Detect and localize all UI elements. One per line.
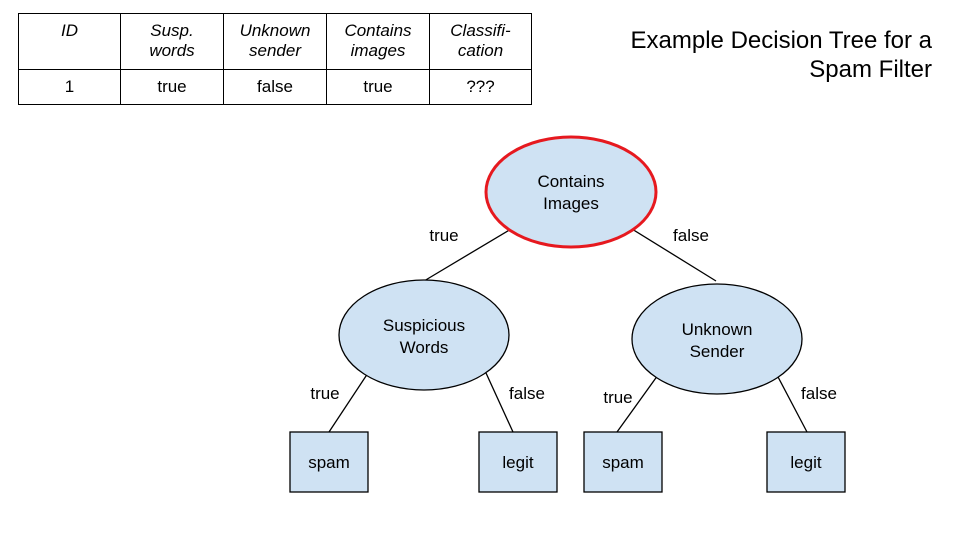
edge-label-right-left: true: [603, 388, 632, 407]
edge-label-right-right: false: [801, 384, 837, 403]
leaf-spam-right: [583, 431, 663, 493]
edge-label-left-right: false: [509, 384, 545, 403]
edge-left-right: [485, 372, 514, 433]
suspicious-words-label-line2: Words: [400, 338, 449, 357]
leaf-legit-right: [766, 431, 846, 493]
root-node-label-line2: Images: [543, 194, 599, 213]
header-classification: Classifi- cation: [429, 13, 532, 70]
cell-contains-images: true: [326, 69, 430, 105]
edge-left-left: [328, 372, 369, 433]
example-table: ID Susp. words Unknown sender Contains i…: [18, 13, 532, 105]
cell-classification: ???: [429, 69, 532, 105]
suspicious-words-label-line1: Suspicious: [383, 316, 465, 335]
edge-root-right: [631, 228, 717, 282]
cell-unknown-sender: false: [223, 69, 327, 105]
suspicious-words-node: [338, 279, 510, 391]
leaf-spam-right-label: spam: [602, 453, 644, 472]
cell-id: 1: [18, 69, 121, 105]
root-node: [484, 135, 658, 249]
unknown-sender-label-line2: Sender: [690, 342, 745, 361]
edge-label-left-left: true: [310, 384, 339, 403]
table-row: 1 true false true ???: [18, 69, 532, 105]
edge-label-root-right: false: [673, 226, 709, 245]
edge-label-root-left: true: [429, 226, 458, 245]
header-id: ID: [18, 13, 121, 70]
root-node-label-line1: Contains: [537, 172, 604, 191]
leaf-legit-right-label: legit: [790, 453, 821, 472]
header-contains-images: Contains images: [326, 13, 430, 70]
header-susp-words: Susp. words: [120, 13, 224, 70]
leaf-spam-left-label: spam: [308, 453, 350, 472]
leaf-legit-left-label: legit: [502, 453, 533, 472]
header-unknown-sender: Unknown sender: [223, 13, 327, 70]
slide-title: Example Decision Tree for a Spam Filter: [630, 27, 932, 83]
leaf-spam-left: [289, 431, 369, 493]
edge-root-left: [423, 228, 512, 282]
edge-right-left: [616, 374, 659, 433]
edge-right-right: [776, 374, 808, 433]
cell-susp-words: true: [120, 69, 224, 105]
unknown-sender-label-line1: Unknown: [682, 320, 753, 339]
unknown-sender-node: [631, 283, 803, 395]
table-header-row: ID Susp. words Unknown sender Contains i…: [18, 13, 532, 70]
leaf-legit-left: [478, 431, 558, 493]
